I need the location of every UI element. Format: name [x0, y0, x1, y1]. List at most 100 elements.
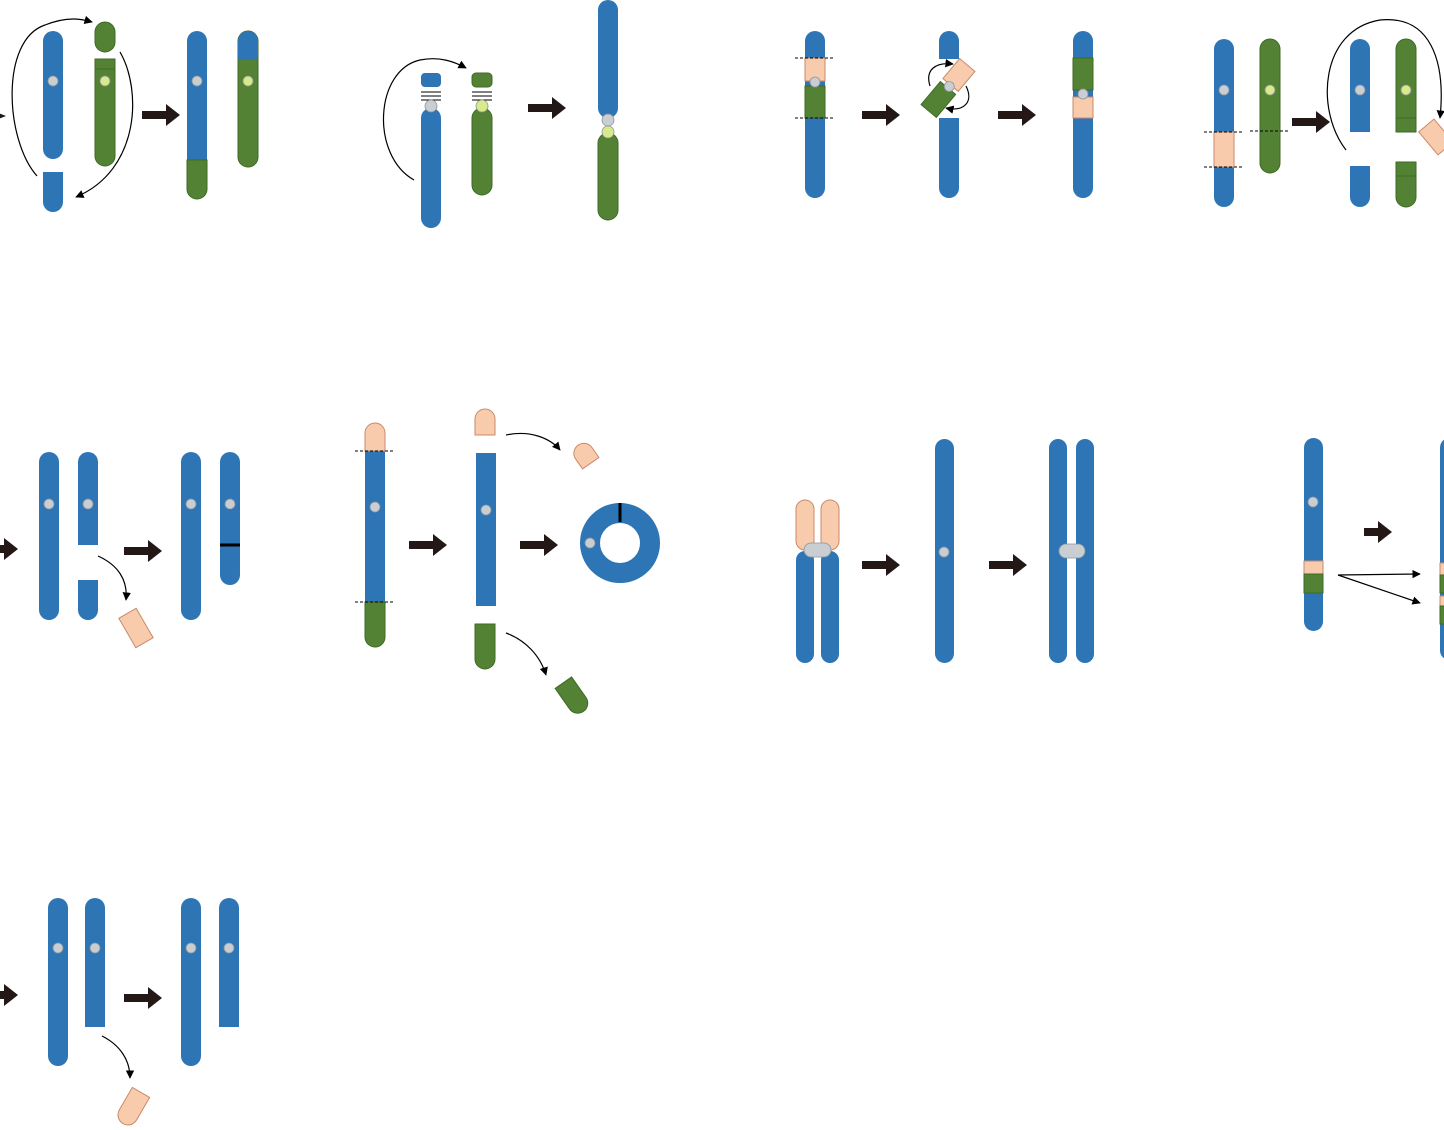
panel-ring-chromosome: [355, 408, 660, 714]
centromere: [809, 76, 821, 88]
centromere: [1058, 543, 1086, 559]
centromere: [43, 498, 55, 510]
release-curve: [101, 1035, 135, 1079]
centromere: [424, 99, 438, 113]
centromere: [584, 537, 596, 549]
centromere: [601, 113, 615, 127]
centromere: [224, 498, 236, 510]
centromere: [601, 125, 615, 139]
chromosome-green: [94, 58, 116, 167]
process-arrow: [528, 97, 566, 119]
centromere: [223, 942, 235, 954]
chromosome-blue: [939, 118, 959, 198]
chromosome-blue-partial: [1440, 439, 1444, 659]
rejoined-chromosome: [220, 452, 240, 585]
segment-green: [1303, 573, 1324, 594]
process-arrow: [0, 538, 18, 560]
centromere: [47, 75, 59, 87]
centromere: [480, 504, 492, 516]
short-arm-peach: [795, 499, 815, 551]
released-fragment-peach: [573, 442, 600, 470]
panel-pericentric-inversion: [795, 31, 1094, 198]
segment-green: [804, 85, 826, 119]
deleted-segment: [118, 607, 154, 649]
fusion-curve: [383, 58, 467, 181]
process-arrow: [124, 987, 162, 1009]
segment-peach: [1213, 131, 1235, 168]
panel-reciprocal-translocation: [0, 15, 259, 212]
process-arrow: [409, 534, 447, 556]
chromosome-blue: [1304, 438, 1323, 631]
process-arrow: [124, 540, 162, 562]
centromere: [185, 942, 197, 954]
process-arrow: [0, 984, 18, 1006]
chromosome-green: [1259, 38, 1281, 174]
centromere: [52, 942, 64, 954]
centromere: [1354, 84, 1366, 96]
release-curve: [97, 555, 131, 601]
process-arrow: [1292, 111, 1330, 133]
rotation-curve: [928, 58, 954, 87]
fused-chromosome-blue: [598, 0, 618, 118]
translocated-segment: [238, 31, 258, 60]
terminal-segment-green: [364, 601, 386, 648]
panel-robertsonian-translocation: [383, 0, 619, 228]
chromosome-blue: [85, 898, 105, 1027]
panel-terminal-deletion: [0, 452, 240, 649]
deleted-tip-peach: [474, 408, 496, 436]
centromere: [369, 501, 381, 513]
release-curve: [505, 432, 561, 451]
long-arm-blue: [796, 551, 814, 663]
short-arm-green: [471, 72, 493, 88]
chromosome-blue: [181, 452, 201, 620]
process-arrow: [142, 104, 180, 126]
centromere: [82, 498, 94, 510]
centromere: [89, 942, 101, 954]
chromosome-blue: [78, 452, 98, 545]
chromosome-blue: [43, 31, 63, 159]
panel-insertion: [1204, 19, 1444, 208]
outcome-arrow: [1337, 569, 1421, 579]
short-arm-blue: [421, 73, 441, 87]
translocated-segment: [186, 159, 208, 200]
release-curve: [505, 632, 548, 676]
process-arrow: [0, 113, 6, 119]
panel-complex-rearrangement: [1303, 438, 1444, 659]
chromosome-blue: [365, 423, 385, 647]
centromere: [99, 75, 111, 87]
chromosome-blue: [1214, 39, 1234, 207]
exchange-curve: [11, 15, 93, 177]
truncated-chromosome: [219, 898, 239, 1027]
process-arrow: [998, 104, 1036, 126]
centromere: [938, 546, 950, 558]
isochromosome-chromatid: [1049, 439, 1067, 663]
panel-interstitial-deletion: [0, 898, 239, 1126]
segment-peach: [1303, 560, 1324, 575]
process-arrow: [1364, 521, 1392, 543]
deleted-segment: [117, 1086, 151, 1126]
centromere: [1218, 84, 1230, 96]
acrocentric-blue: [421, 108, 441, 228]
panel-isochromosome: [795, 439, 1094, 663]
chromosome-blue: [48, 898, 68, 1066]
chromosome-blue: [39, 452, 59, 620]
derivative-blue: [187, 31, 207, 199]
terminal-segment-peach: [364, 422, 386, 452]
long-arm-blue: [821, 551, 839, 663]
rotation-curve: [945, 85, 970, 114]
exchange-curve: [75, 51, 134, 198]
centromere: [475, 99, 489, 113]
process-arrow: [862, 554, 900, 576]
chromosome-green-fragment: [94, 21, 116, 53]
released-fragment-green: [554, 676, 589, 714]
insertion-curve: [1326, 19, 1444, 151]
centromere: [1264, 84, 1276, 96]
process-arrow: [862, 104, 900, 126]
chromosome-blue: [476, 453, 496, 606]
process-arrow: [520, 534, 558, 556]
acrocentric-green: [471, 107, 493, 196]
outcome-arrow: [1337, 574, 1421, 605]
chromosome-blue: [181, 898, 201, 1066]
deleted-tip-green: [474, 623, 496, 670]
